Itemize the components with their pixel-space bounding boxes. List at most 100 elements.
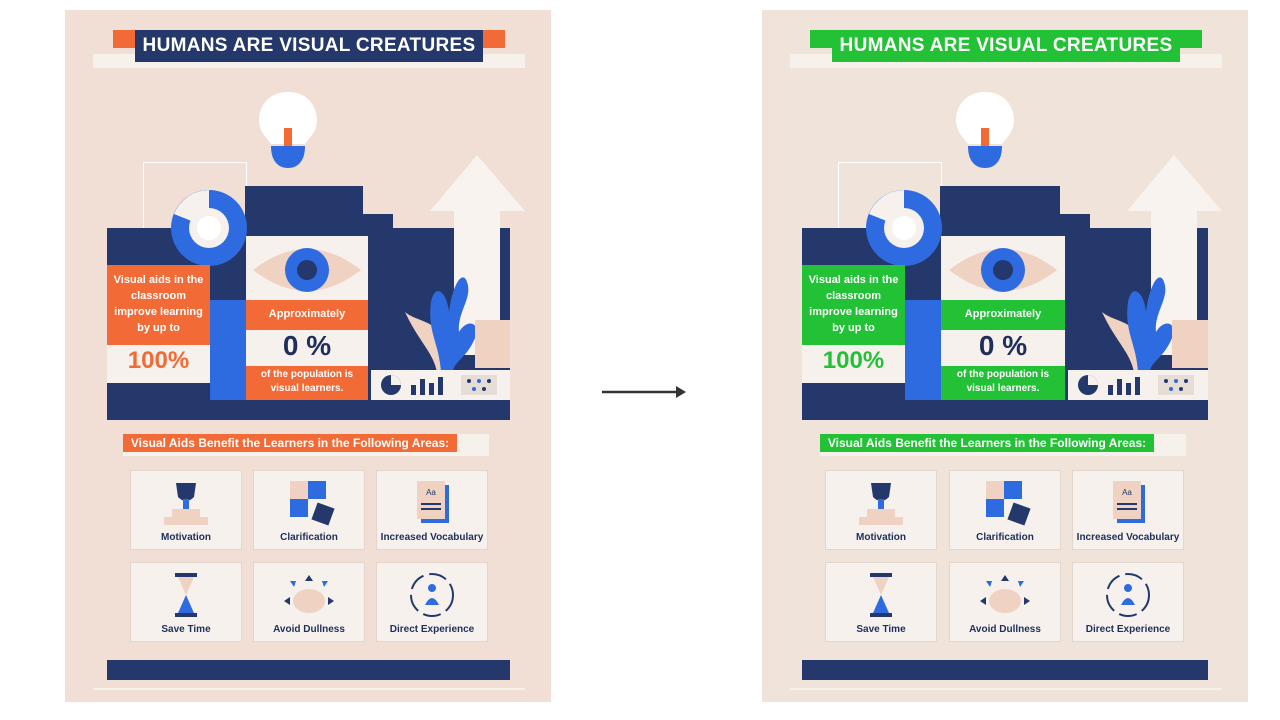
area-label: Direct Experience [1085, 624, 1171, 635]
area-label: Increased Vocabulary [380, 532, 484, 543]
area-label: Motivation [161, 532, 211, 543]
area-card-save-time: Save Time [825, 562, 937, 642]
recolored-infographic: HUMANS ARE VISUAL CREATURES Visual aids … [762, 10, 1248, 702]
area-label: Save Time [161, 624, 211, 635]
person-target-icon [410, 573, 454, 617]
brain-icon [284, 575, 334, 613]
hourglass-icon [175, 573, 197, 617]
up-arrow-icon [1127, 155, 1222, 355]
area-label: Avoid Dullness [273, 624, 345, 635]
area-card-vocabulary: Aa Increased Vocabulary [376, 470, 488, 550]
navy-step [940, 186, 1060, 236]
plant-leaf [1172, 320, 1208, 368]
title-bar: HUMANS ARE VISUAL CREATURES [790, 30, 1222, 70]
area-label: Clarification [976, 532, 1034, 543]
mini-charts-icon [1078, 375, 1194, 395]
area-card-avoid-dullness: Avoid Dullness [949, 562, 1061, 642]
puzzle-icon [986, 481, 1031, 526]
population-text: of the population is visual learners. [260, 369, 354, 394]
area-label: Direct Experience [389, 624, 475, 635]
area-card-vocabulary: Aa Increased Vocabulary [1072, 470, 1184, 550]
area-card-motivation: Motivation [130, 470, 242, 550]
value-box [107, 345, 210, 383]
book-icon: Aa [1113, 481, 1145, 523]
right-arrow-icon [602, 386, 686, 398]
visual-aids-box [107, 265, 210, 345]
svg-text:Aa: Aa [1122, 488, 1132, 497]
area-card-direct-experience: Direct Experience [376, 562, 488, 642]
person-target-icon [1106, 573, 1150, 617]
area-label: Increased Vocabulary [1076, 532, 1180, 543]
bottom-band [802, 660, 1208, 680]
area-label: Avoid Dullness [969, 624, 1041, 635]
approx-value: 0 % [978, 330, 1028, 361]
visual-aids-box [802, 265, 905, 345]
plant-icon [1102, 277, 1174, 372]
eye-icon [253, 248, 361, 292]
approx-label: Approximately [268, 308, 346, 320]
areas-title: Visual Aids Benefit the Learners in the … [123, 434, 457, 452]
up-arrow-icon [430, 155, 525, 355]
bottom-band [107, 660, 510, 680]
poster-title: HUMANS ARE VISUAL CREATURES [135, 30, 483, 62]
approx-label: Approximately [964, 308, 1042, 320]
population-box [246, 366, 368, 400]
svg-text:Aa: Aa [426, 488, 436, 497]
areas-bar: Visual Aids Benefit the Learners in the … [820, 434, 1186, 456]
title-flag-right [1180, 30, 1202, 48]
approx-value-box [941, 330, 1065, 366]
original-infographic: HUMANS ARE VISUAL CREATURES Visual aids … [65, 10, 551, 702]
title-flag-right [483, 30, 505, 48]
book-icon: Aa [417, 481, 449, 523]
navy-step [1090, 242, 1112, 262]
plant-icon [405, 277, 477, 372]
area-label: Save Time [856, 624, 906, 635]
title-flag-left [113, 30, 135, 48]
title-flag-left [810, 30, 832, 48]
area-card-motivation: Motivation [825, 470, 937, 550]
areas-title: Visual Aids Benefit the Learners in the … [820, 434, 1154, 452]
lightbulb-icon [956, 92, 1014, 168]
area-card-save-time: Save Time [130, 562, 242, 642]
area-card-avoid-dullness: Avoid Dullness [253, 562, 365, 642]
navy-band [107, 400, 510, 420]
visual-aids-text: Visual aids in the classroom improve lea… [113, 274, 204, 334]
visual-aids-value: 100% [127, 347, 190, 374]
value-box [802, 345, 905, 383]
trophy-icon [859, 483, 903, 525]
navy-band [802, 400, 1208, 420]
bottom-line [93, 688, 525, 690]
brain-icon [980, 575, 1030, 613]
blue-block [905, 300, 941, 400]
approx-label-box [246, 300, 368, 330]
navy-step [1060, 214, 1090, 244]
area-label: Clarification [280, 532, 338, 543]
donut-chart-icon [171, 190, 247, 266]
hourglass-icon [870, 573, 892, 617]
approx-label-box [941, 300, 1065, 330]
areas-bar: Visual Aids Benefit the Learners in the … [123, 434, 489, 456]
approx-value-box [246, 330, 368, 366]
visual-aids-text: Visual aids in the classroom improve lea… [808, 274, 899, 334]
lightbulb-icon [259, 92, 317, 168]
area-card-clarification: Clarification [253, 470, 365, 550]
plant-leaf [475, 320, 510, 368]
donut-chart-icon [866, 190, 942, 266]
navy-step [363, 214, 393, 244]
navy-step [393, 242, 415, 262]
eye-icon [949, 248, 1057, 292]
area-card-direct-experience: Direct Experience [1072, 562, 1184, 642]
population-box [941, 366, 1065, 400]
area-card-clarification: Clarification [949, 470, 1061, 550]
bottom-line [790, 688, 1222, 690]
puzzle-icon [290, 481, 335, 526]
title-bar: HUMANS ARE VISUAL CREATURES [93, 30, 525, 70]
trophy-icon [164, 483, 208, 525]
mini-charts-icon [381, 375, 497, 395]
area-label: Motivation [856, 532, 906, 543]
navy-step [245, 186, 363, 236]
poster-title: HUMANS ARE VISUAL CREATURES [832, 30, 1180, 62]
blue-block [210, 300, 246, 400]
visual-aids-value: 100% [822, 347, 885, 374]
population-text: of the population is visual learners. [956, 369, 1050, 394]
